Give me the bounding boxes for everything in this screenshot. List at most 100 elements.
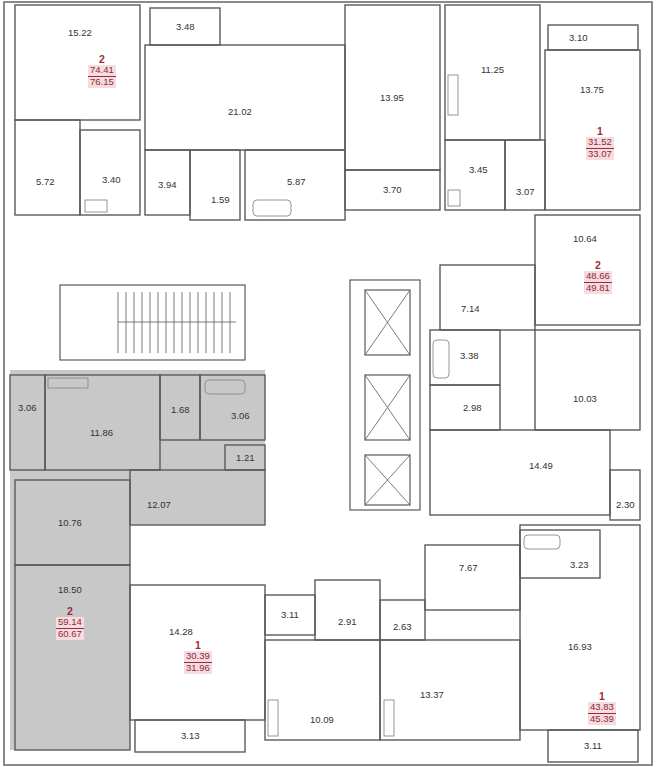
- room-wall: [380, 640, 520, 740]
- room-wall: [15, 565, 130, 750]
- kitchen-counter: [268, 700, 278, 736]
- room-area: 3.70: [383, 185, 402, 195]
- room-area: 21.02: [228, 107, 252, 117]
- room-count: 2: [88, 53, 116, 65]
- balcony-wall: [150, 8, 220, 45]
- balcony-wall: [610, 470, 640, 520]
- room-wall: [265, 595, 315, 635]
- room-wall: [15, 120, 80, 215]
- apartment-area: 31.96: [184, 663, 212, 674]
- elevator-cross: [365, 455, 410, 505]
- apartment-area: 31.52: [586, 137, 614, 149]
- kitchen-counter: [448, 75, 458, 115]
- apartment-area: 49.81: [584, 283, 612, 294]
- room-count: 2: [584, 259, 612, 271]
- bathtub: [205, 380, 245, 394]
- elevator-cross: [365, 290, 410, 355]
- apartment-tag: 248.6649.81: [584, 259, 612, 294]
- elevator-shaft: [350, 280, 420, 510]
- room-area: 3.11: [281, 610, 299, 620]
- apartment-area: 45.39: [588, 714, 616, 725]
- shower: [85, 200, 107, 212]
- balcony-wall: [548, 730, 638, 762]
- room-wall: [315, 580, 380, 640]
- room-area: 3.38: [460, 351, 479, 361]
- room-area: 2.98: [463, 403, 482, 413]
- apartment-area: 30.39: [184, 651, 212, 663]
- room-area: 3.06: [18, 403, 37, 413]
- room-wall: [535, 330, 640, 430]
- bathtub: [433, 340, 449, 378]
- room-area: 3.40: [102, 175, 121, 185]
- apartment-area: 76.15: [88, 77, 116, 88]
- room-area: 18.50: [58, 585, 82, 595]
- room-area: 3.06: [231, 411, 250, 421]
- room-wall: [160, 375, 200, 440]
- room-wall: [245, 150, 345, 220]
- apartment-area: 60.67: [56, 629, 84, 640]
- room-area: 5.87: [287, 177, 306, 187]
- room-wall: [430, 385, 500, 430]
- room-wall: [440, 265, 535, 330]
- room-area: 15.22: [68, 28, 92, 38]
- room-wall: [15, 480, 130, 565]
- elevator-car: [365, 455, 410, 505]
- apartment-area: 59.14: [56, 617, 84, 629]
- room-wall: [380, 600, 425, 640]
- balcony-wall: [10, 375, 45, 470]
- room-wall: [190, 150, 240, 220]
- room-wall: [45, 375, 160, 470]
- room-wall: [80, 130, 140, 215]
- room-area: 2.91: [338, 617, 357, 627]
- kitchen-counter: [48, 378, 88, 388]
- room-wall: [505, 140, 545, 210]
- stairwell-wall: [60, 285, 245, 360]
- room-area: 3.13: [181, 731, 200, 741]
- apartment-tag: 274.4176.15: [88, 53, 116, 88]
- room-area: 7.67: [459, 563, 478, 573]
- room-walls: [4, 2, 652, 765]
- room-area: 14.28: [169, 627, 193, 637]
- apartment-tag: 143.8345.39: [588, 690, 616, 725]
- room-wall: [15, 5, 140, 120]
- room-wall: [145, 150, 190, 215]
- room-area: 16.93: [568, 642, 592, 652]
- room-wall: [445, 140, 505, 210]
- room-area: 13.37: [420, 690, 444, 700]
- balcony-wall: [548, 25, 638, 50]
- stair-treads: [118, 292, 236, 353]
- room-area: 11.25: [481, 65, 504, 75]
- room-wall: [265, 640, 380, 740]
- room-area: 13.95: [380, 93, 404, 103]
- elevator-car: [365, 375, 410, 440]
- apartment-area: 74.41: [88, 65, 116, 77]
- room-count: 1: [184, 639, 212, 651]
- room-area: 12.07: [147, 500, 171, 510]
- stairwell: [60, 285, 245, 360]
- room-area: 13.75: [580, 85, 604, 95]
- apartment-area: 33.07: [586, 149, 614, 160]
- outer-wall: [4, 2, 652, 765]
- kitchen-counter: [384, 700, 394, 736]
- fixtures: [48, 75, 560, 736]
- room-wall: [200, 375, 265, 440]
- elevators: [350, 280, 420, 510]
- room-wall: [535, 215, 640, 325]
- apartment-area: 43.83: [588, 702, 616, 714]
- room-area: 3.48: [176, 22, 195, 32]
- bathtub: [524, 535, 560, 549]
- apartment-tag: 131.5233.07: [586, 125, 614, 160]
- elevator-car: [365, 290, 410, 355]
- room-wall: [130, 470, 265, 525]
- room-wall: [520, 530, 600, 578]
- bathtub: [253, 200, 291, 216]
- room-area: 5.72: [36, 177, 55, 187]
- room-area: 3.10: [569, 33, 588, 43]
- washbasin: [448, 190, 460, 206]
- room-area: 3.45: [469, 165, 488, 175]
- elevator-cross: [365, 375, 410, 440]
- room-area: 11.86: [90, 428, 113, 438]
- room-area: 3.23: [570, 560, 589, 570]
- room-area: 2.63: [393, 622, 412, 632]
